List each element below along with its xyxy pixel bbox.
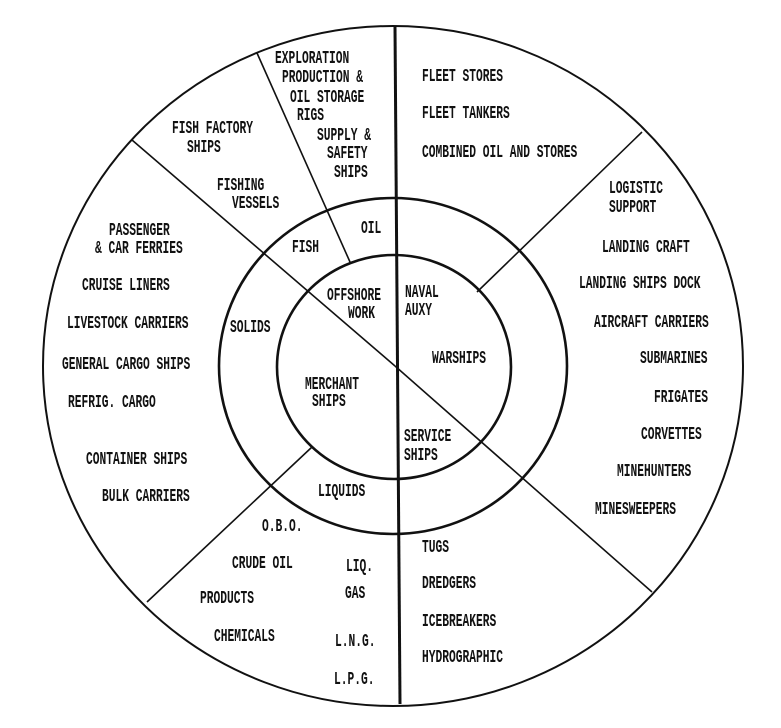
solids-label: PASSENGER [109,219,170,241]
outer-naval-labels: FLEET STORES FLEET TANKERS COMBINED OIL … [422,65,577,163]
solids-label: CRUISE LINERS [82,274,170,296]
solids-label: & CAR FERRIES [95,237,183,259]
warship-label: SUPPORT [609,196,656,218]
naval-label: FLEET STORES [422,65,503,87]
center-merchant-line2: SHIPS [312,390,346,412]
divider-naval-warships [476,131,643,293]
center-naval-line1: NAVAL [405,281,439,303]
fish-label: VESSELS [232,192,279,214]
center-offshore-line2: WORK [348,302,376,324]
naval-label: COMBINED OIL AND STORES [422,141,577,163]
center-naval-line2: AUXY [405,299,433,321]
oil-label: PRODUCTION & [282,66,363,88]
oil-label: OIL STORAGE [290,86,364,108]
inner-circle [275,253,513,481]
divider-warships-service [394,365,653,593]
service-label: ICEBREAKERS [422,610,496,632]
warship-label: AIRCRAFT CARRIERS [594,311,709,333]
oil-label: SUPPLY & [317,124,371,146]
center-service-line2: SHIPS [404,444,438,466]
fish-label: FISH FACTORY [172,117,254,139]
solids-label: REFRIG. CARGO [68,391,156,413]
ring-oil: OIL [361,217,381,239]
divider-solids-fish [131,139,396,367]
solids-label: GENERAL CARGO SHIPS [62,353,190,375]
service-label: DREDGERS [422,572,476,594]
service-label: TUGS [422,536,449,558]
diagram-lines [42,25,744,707]
ring-fish: FISH [292,236,319,258]
service-label: HYDROGRAPHIC [422,646,503,668]
outer-solids-labels: PASSENGER & CAR FERRIES CRUISE LINERS LI… [62,219,190,507]
middle-circle [217,196,569,536]
center-service-line1: SERVICE [404,425,451,447]
warship-label: CORVETTES [641,423,702,445]
center-offshore-line1: OFFSHORE [327,284,381,306]
divider-fish-oil [256,52,351,263]
fish-label: SHIPS [187,136,221,158]
warship-label: MINEHUNTERS [617,460,691,482]
outer-circle [42,25,744,707]
liquids-label: O.B.O. [262,515,302,537]
oil-label: EXPLORATION [275,47,349,69]
oil-label: SAFETY [327,142,368,164]
liquids-label: CHEMICALS [214,625,275,647]
liquids-label: L.N.G. [335,630,375,652]
outer-liquids-labels: O.B.O. CRUDE OIL PRODUCTS CHEMICALS LIQ.… [200,515,375,690]
liquids-label: L.P.G. [334,668,374,690]
outer-service-labels: TUGS DREDGERS ICEBREAKERS HYDROGRAPHIC [422,536,503,668]
warship-label: MINESWEEPERS [595,498,676,520]
divider-solids-liquids [146,446,313,603]
warship-label: FRIGATES [654,386,708,408]
solids-label: BULK CARRIERS [102,485,190,507]
outer-warships-labels: LOGISTIC SUPPORT LANDING CRAFT LANDING S… [579,177,709,520]
ring-liquids: LIQUIDS [318,480,365,502]
warship-label: LOGISTIC [609,177,663,199]
liquids-label: LIQ. [346,555,373,577]
outer-oil-labels: EXPLORATION PRODUCTION & OIL STORAGE RIG… [275,47,371,183]
center-merchant-line1: MERCHANT [305,373,359,395]
solids-label: LIVESTOCK CARRIERS [67,312,188,334]
ring-solids: SOLIDS [230,316,270,338]
solids-label: CONTAINER SHIPS [86,448,187,470]
warship-label: SUBMARINES [640,347,707,369]
oil-label: SHIPS [334,161,368,183]
liquids-label: PRODUCTS [200,587,254,609]
outer-fish-labels: FISH FACTORY SHIPS FISHING VESSELS [172,117,279,214]
oil-label: RIGS [297,104,324,126]
warship-label: LANDING CRAFT [602,236,690,258]
middle-ring-labels: FISH OIL SOLIDS LIQUIDS WARSHIPS [230,217,486,502]
vertical-divider [393,26,402,705]
liquids-label: CRUDE OIL [232,552,293,574]
liquids-label: GAS [345,582,365,604]
ring-warships: WARSHIPS [432,347,486,369]
center-labels: OFFSHORE WORK NAVAL AUXY MERCHANT SHIPS … [305,281,451,466]
naval-label: FLEET TANKERS [422,102,510,124]
warship-label: LANDING SHIPS DOCK [579,272,701,294]
fish-label: FISHING [217,174,264,196]
